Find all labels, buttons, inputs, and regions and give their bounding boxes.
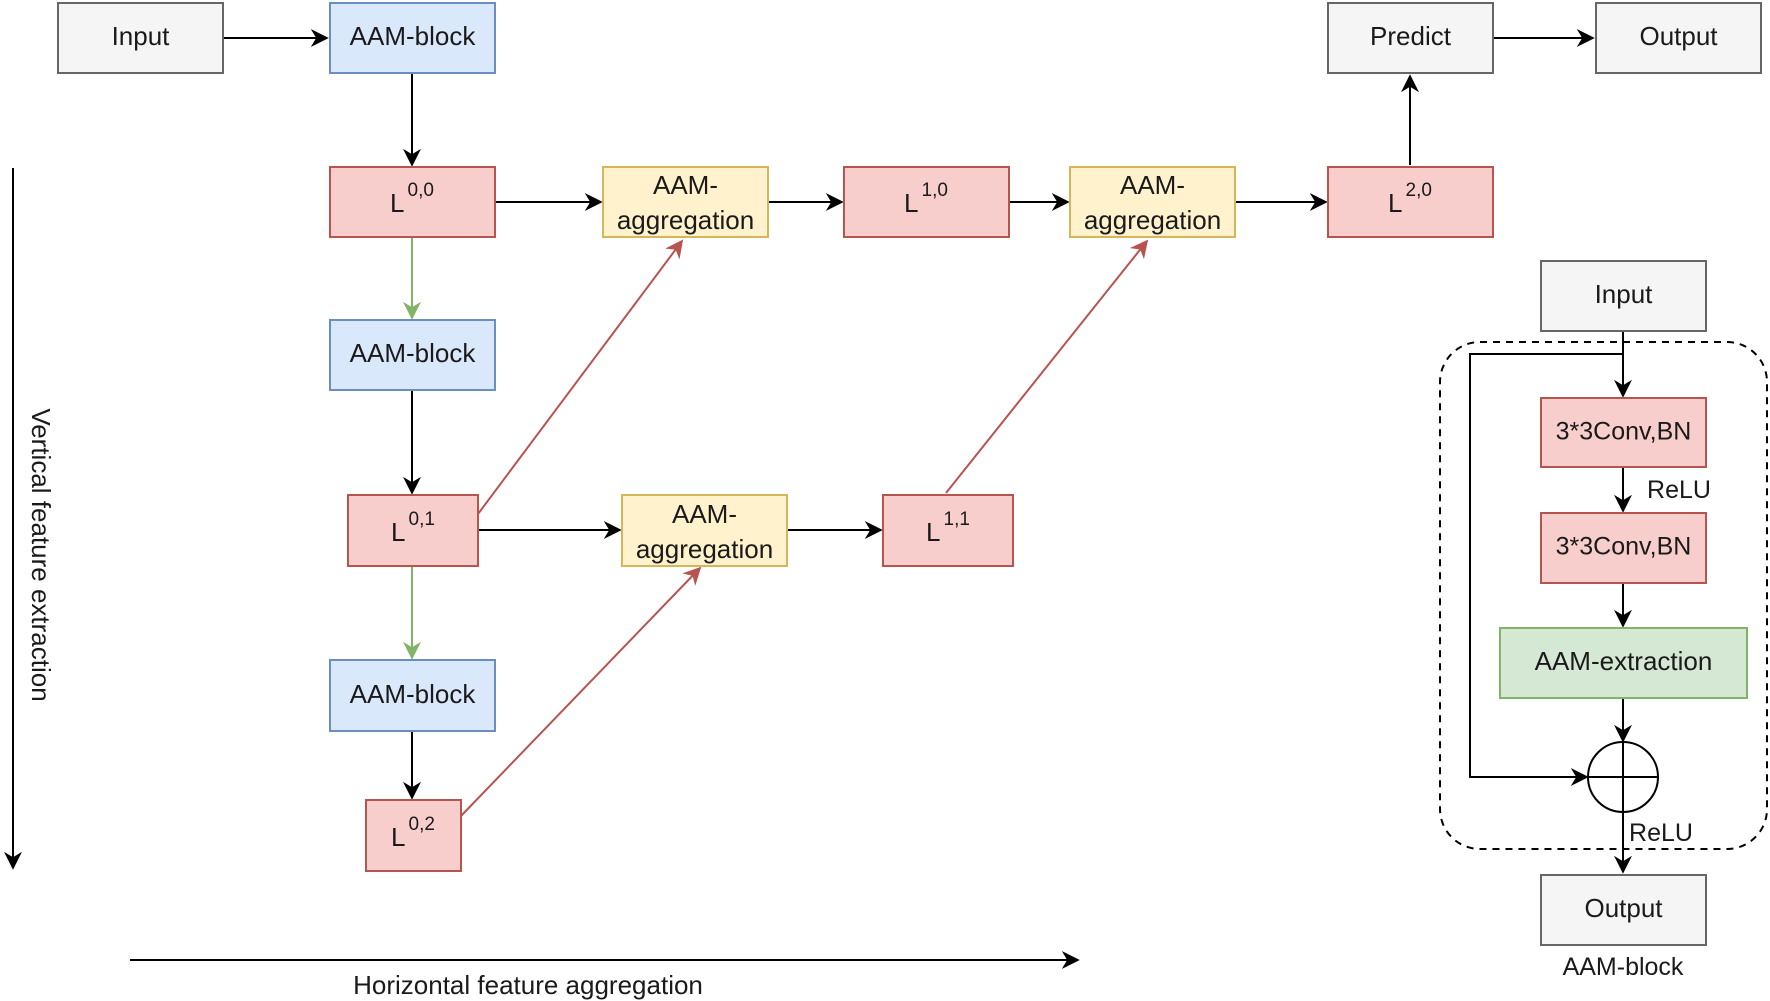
- aam-block-dashed-boundary: [1439, 341, 1768, 850]
- detail-extraction-label: AAM-extraction: [1535, 646, 1713, 676]
- detail-input-label: Input: [1595, 279, 1654, 309]
- node-agg1: AAM- aggregation: [602, 166, 769, 238]
- node-aam-block-mid-label: AAM-block: [350, 338, 477, 368]
- node-aam-block-top: AAM-block: [329, 2, 496, 74]
- edge-l11-to-agg2: [945, 239, 1149, 494]
- detail-relu1-label: ReLU: [1647, 476, 1711, 504]
- node-agg3: AAM- aggregation: [621, 494, 788, 567]
- node-aam-block-top-label: AAM-block: [350, 21, 477, 51]
- detail-conv2: 3*3Conv,BN: [1540, 512, 1707, 584]
- node-agg1-label-2: aggregation: [617, 205, 754, 235]
- aam-block-detail: Input 3*3Conv,BN ReLU 3*3Conv,BN AAM-ext…: [1439, 260, 1768, 981]
- node-agg3-label-2: aggregation: [636, 534, 773, 564]
- node-aam-block-low-label: AAM-block: [350, 679, 477, 709]
- detail-conv1-label: 3*3Conv,BN: [1556, 418, 1692, 446]
- vertical-axis-label: Vertical feature extraction: [26, 408, 56, 701]
- node-input-label: Input: [112, 21, 171, 51]
- node-agg3-label: AAM-: [672, 499, 737, 529]
- detail-conv2-label: 3*3Conv,BN: [1556, 533, 1692, 561]
- detail-conv1: 3*3Conv,BN: [1540, 397, 1707, 468]
- detail-skip-connection: [1469, 353, 1623, 786]
- node-output: Output: [1595, 2, 1762, 74]
- node-agg2: AAM- aggregation: [1069, 166, 1236, 238]
- detail-caption: AAM-block: [1563, 953, 1684, 981]
- detail-output-label: Output: [1584, 893, 1663, 923]
- detail-relu2-label: ReLU: [1629, 819, 1693, 847]
- node-predict: Predict: [1327, 2, 1494, 74]
- node-agg1-label: AAM-: [653, 170, 718, 200]
- edges: [4, 29, 1595, 969]
- node-agg2-label-2: aggregation: [1084, 205, 1221, 235]
- node-aam-block-mid: AAM-block: [329, 319, 496, 391]
- edge-l01-to-agg1: [477, 239, 684, 515]
- node-input: Input: [57, 2, 224, 74]
- node-output-label: Output: [1639, 21, 1718, 51]
- node-predict-label: Predict: [1370, 21, 1452, 51]
- detail-output: Output: [1540, 874, 1707, 946]
- node-agg2-label: AAM-: [1120, 170, 1185, 200]
- detail-input: Input: [1540, 260, 1707, 332]
- detail-add-icon: [1587, 741, 1659, 813]
- node-aam-block-low: AAM-block: [329, 659, 496, 732]
- edge-l02-to-agg3: [459, 566, 702, 818]
- horizontal-axis-label: Horizontal feature aggregation: [353, 970, 703, 1000]
- detail-extraction: AAM-extraction: [1499, 627, 1748, 699]
